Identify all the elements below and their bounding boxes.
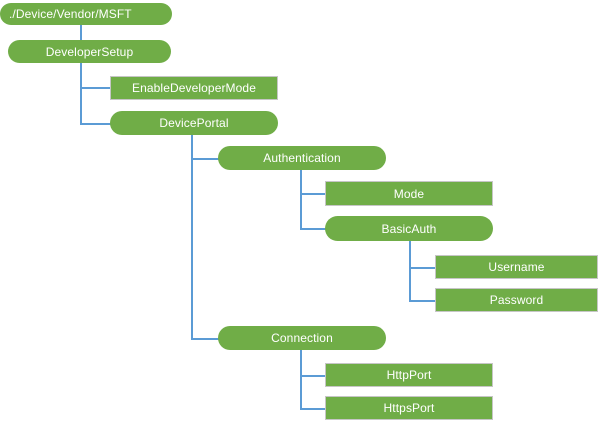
- tree-node-httpport[interactable]: HttpPort: [325, 363, 493, 387]
- connector-developersetup-to-enable: [80, 87, 111, 89]
- connector-basicauth-to-password: [409, 300, 436, 302]
- tree-node-label: HttpsPort: [383, 401, 435, 415]
- connector-connection-trunk: [300, 350, 302, 409]
- connector-developersetup-trunk: [80, 63, 82, 124]
- tree-node-label: DeveloperSetup: [45, 44, 134, 59]
- connector-basicauth-to-username: [409, 267, 436, 269]
- tree-node-basicauth[interactable]: BasicAuth: [325, 216, 493, 241]
- tree-node-label: Authentication: [263, 151, 341, 165]
- tree-node-label: Mode: [393, 186, 425, 201]
- tree-node-label: Password: [489, 293, 544, 307]
- connector-deviceportal-trunk: [191, 135, 193, 339]
- tree-node-httpsport[interactable]: HttpsPort: [325, 396, 493, 420]
- tree-node-mode[interactable]: Mode: [325, 181, 493, 206]
- connector-root-to-developersetup: [80, 25, 82, 40]
- connector-connection-to-httpport: [300, 375, 326, 377]
- connector-connection-to-httpsport: [300, 408, 326, 410]
- tree-node-label: EnableDeveloperMode: [132, 81, 256, 95]
- tree-node-connection[interactable]: Connection: [218, 326, 386, 350]
- tree-node-developersetup[interactable]: DeveloperSetup: [8, 40, 171, 63]
- connector-deviceportal-to-connection: [191, 338, 219, 340]
- connector-deviceportal-to-auth: [191, 158, 219, 160]
- tree-node-username[interactable]: Username: [435, 255, 598, 279]
- tree-node-label: ./Device/Vendor/MSFT: [9, 7, 132, 21]
- tree-node-label: BasicAuth: [381, 221, 437, 236]
- tree-node-authentication[interactable]: Authentication: [218, 146, 386, 170]
- tree-node-root[interactable]: ./Device/Vendor/MSFT: [0, 3, 172, 25]
- tree-node-label: DevicePortal: [159, 116, 229, 130]
- connector-basicauth-trunk: [409, 241, 411, 301]
- tree-node-enabledevelopermode[interactable]: EnableDeveloperMode: [110, 76, 278, 100]
- tree-node-label: HttpPort: [386, 368, 432, 382]
- tree-node-password[interactable]: Password: [435, 288, 598, 312]
- tree-node-label: Username: [488, 260, 545, 274]
- connector-authentication-trunk: [300, 170, 302, 229]
- connector-authentication-to-mode: [300, 193, 326, 195]
- tree-node-deviceportal[interactable]: DevicePortal: [110, 111, 278, 135]
- connector-authentication-to-basicauth: [300, 228, 326, 230]
- connector-developersetup-to-portal: [80, 123, 111, 125]
- tree-node-label: Connection: [271, 331, 333, 345]
